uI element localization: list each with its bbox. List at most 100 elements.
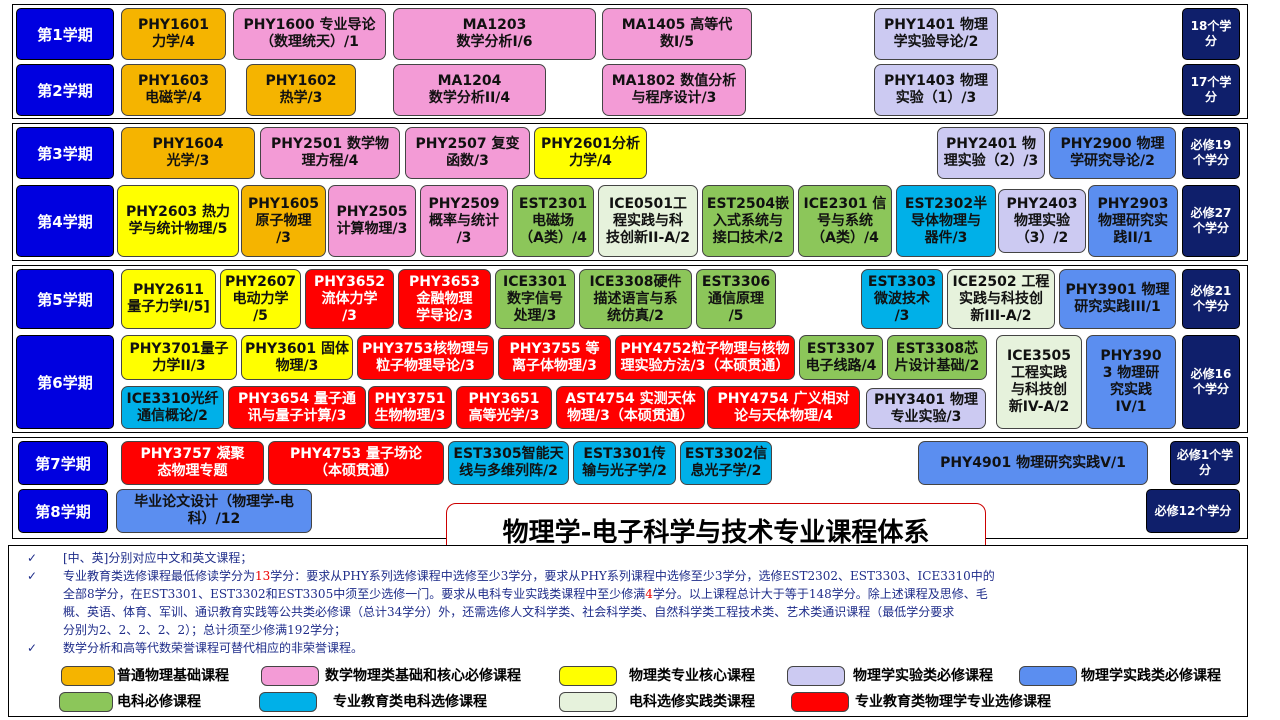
legend-swatch: [791, 692, 849, 712]
course-label: PHY4753 量子场论（本硕贯通）: [290, 446, 422, 479]
credit-badge: 必修21个学分: [1182, 269, 1240, 329]
note-text: 专业教育类选修课程最低修读学分为: [63, 569, 256, 583]
course-box: EST3308芯片设计基础/2: [887, 335, 987, 380]
semester-label: 第1学期: [16, 8, 114, 60]
legend-label: 物理学实践类必修课程: [1081, 668, 1221, 684]
semester-label: 第4学期: [16, 185, 114, 257]
semester-label: 第2学期: [16, 64, 114, 116]
credit-badge: 17个学分: [1182, 64, 1240, 116]
legend-label: 物理学实验类必修课程: [853, 668, 993, 684]
course-box: 毕业论文设计（物理学-电科）/12: [116, 489, 312, 533]
legend-swatch: [559, 692, 617, 712]
note-line: 专业教育类选修课程最低修读学分为13学分：要求从PHY系列选修课程中选修至少3学…: [63, 567, 995, 585]
course-box: EST2302半导体物理与器件/3: [896, 185, 996, 257]
course-label: EST3305智能天线与多维列阵/2: [453, 446, 564, 479]
course-box: PHY3601 固体物理/3: [241, 335, 353, 380]
legend-swatch: [1019, 666, 1077, 686]
note-line: 数学分析和高等代数荣誉课程可替代相应的非荣誉课程。: [63, 641, 364, 655]
note-number: 13: [255, 569, 271, 583]
course-label: ICE2502 工程实践与科技创新III-A/2: [952, 273, 1050, 324]
course-label: PHY3901 物理研究实践III/1: [1065, 282, 1170, 315]
course-box: PHY2601分析力学/4: [534, 127, 647, 179]
course-box: PHY2507 复变函数/3: [405, 127, 530, 179]
course-label: ICE3308硬件描述语言与系统仿真/2: [589, 273, 682, 324]
course-label: PHY3601 固体物理/3: [245, 340, 349, 374]
note-bullet: ✓: [27, 569, 38, 583]
course-box: PHY4753 量子场论（本硕贯通）: [268, 441, 444, 485]
course-box: AST4754 实测天体物理/3（本硕贯通）: [556, 386, 705, 429]
course-label: EST2302半导体物理与器件/3: [904, 195, 988, 246]
credit-badge: 必修27个学分: [1182, 185, 1240, 257]
course-box: PHY3901 物理研究实践III/1: [1059, 269, 1176, 329]
course-label: PHY2401 物理实验（2）/3: [943, 136, 1039, 169]
course-box: ICE3308硬件描述语言与系统仿真/2: [579, 269, 692, 329]
course-box: EST3301传输与光子学/2: [573, 441, 676, 485]
legend-swatch: [787, 666, 845, 686]
semester-label: 第8学期: [18, 489, 108, 533]
course-box: PHY3401 物理专业实验/3: [866, 388, 986, 429]
course-label: EST3302信息光子学/2: [684, 446, 768, 479]
legend-swatch: [261, 666, 319, 686]
course-box: PHY4752粒子物理与核物理实验方法/3（本硕贯通）: [615, 335, 795, 380]
note-bullet: ✓: [27, 641, 38, 655]
note-line: 全部8学分，在EST3301、EST3302和EST3305中须至少选修一门。要…: [63, 585, 988, 603]
legend-label: 物理类专业核心课程: [629, 668, 755, 684]
course-box: PHY3757 凝聚态物理专题: [121, 441, 264, 485]
course-label: MA1802 数值分析与程序设计/3: [611, 73, 737, 106]
legend-swatch: [59, 692, 113, 712]
course-box: ICE0501工程实践与科技创新II-A/2: [598, 185, 698, 257]
note-text: 学分。以上课程总计大于等于148学分。除上述课程及思修、毛: [652, 587, 988, 601]
course-label: PHY3701量子力学II/3: [129, 340, 229, 374]
semester-label: 第5学期: [16, 269, 114, 329]
course-label: PHY1403 物理实验（1）/3: [884, 73, 988, 106]
course-label: ICE0501工程实践与科技创新II-A/2: [606, 195, 690, 246]
course-box: ICE2301 信号与系统（A类）/4: [798, 185, 892, 257]
semester-label: 第3学期: [16, 127, 114, 179]
credit-badge: 必修1个学分: [1170, 441, 1240, 485]
course-box: PHY2603 热力学与统计物理/5: [117, 185, 239, 257]
legend-swatch: [259, 692, 317, 712]
course-label: PHY3401 物理专业实验/3: [874, 391, 978, 425]
course-label: EST2504嵌入式系统与接口技术/2: [706, 195, 790, 246]
credit-badge: 必修16个学分: [1182, 335, 1240, 429]
course-label: PHY3753核物理与粒子物理导论/3: [361, 340, 490, 374]
note-line: 分别为2、2、2、2、2）；总计须至少修满192学分；: [63, 623, 347, 637]
course-label: PHY3654 量子通讯与量子计算/3: [238, 390, 356, 424]
legend-label: 专业教育类物理学专业选修课程: [855, 694, 1051, 710]
semester-label: 第6学期: [16, 335, 114, 429]
course-box: PHY3654 量子通讯与量子计算/3: [228, 386, 366, 429]
notes-panel: ✓ [中、英]分别对应中文和英文课程； ✓ 专业教育类选修课程最低修读学分为13…: [8, 545, 1248, 717]
course-label: ICE2301 信号与系统（A类）/4: [803, 195, 887, 246]
